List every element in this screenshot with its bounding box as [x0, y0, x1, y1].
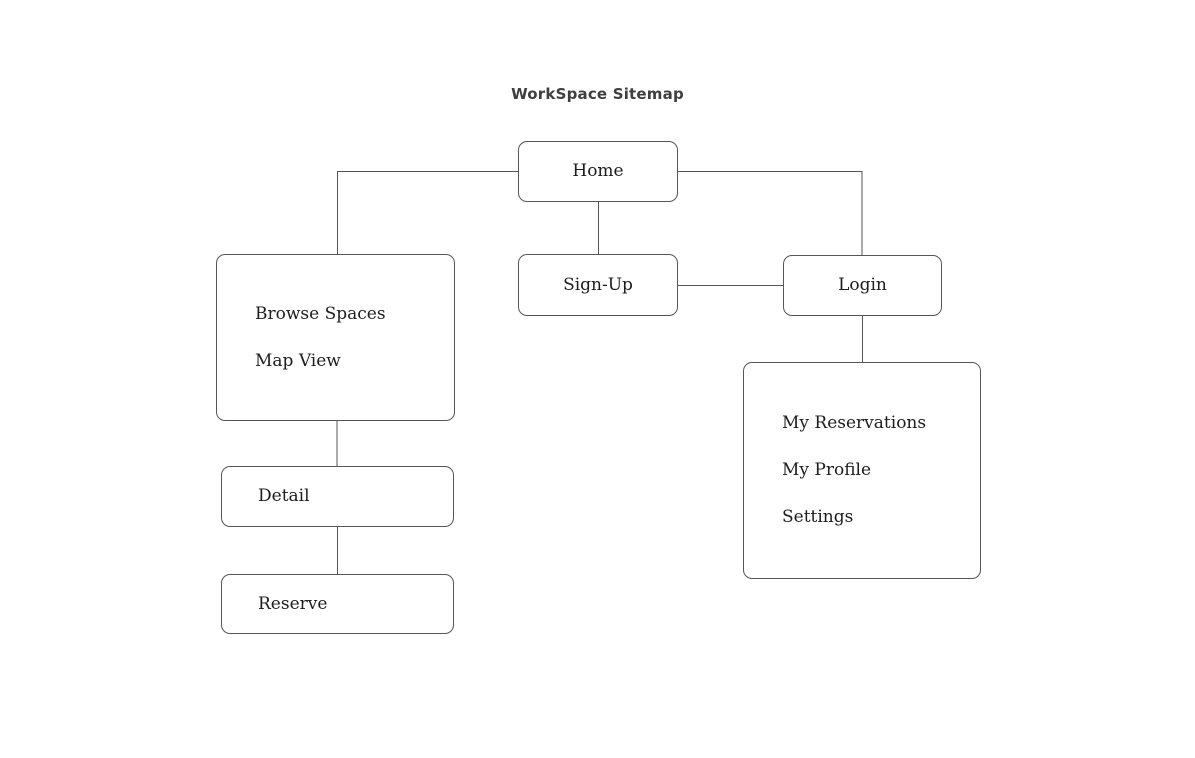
- node-my-reservations-label: My Reservations: [782, 413, 927, 433]
- node-detail-label: Detail: [258, 486, 310, 506]
- edge-home-browse: [337, 171, 518, 254]
- node-settings-label: Settings: [782, 507, 854, 527]
- node-home-label: Home: [572, 161, 624, 181]
- node-sign-up-label: Sign-Up: [563, 274, 633, 295]
- node-sign-up[interactable]: Sign-Up: [518, 254, 678, 316]
- node-detail[interactable]: Detail: [221, 466, 454, 527]
- node-browse-spaces[interactable]: Browse Spaces Map View: [216, 254, 455, 421]
- node-my-profile-label: My Profile: [782, 460, 872, 480]
- node-reserve[interactable]: Reserve: [221, 574, 454, 634]
- node-login-label: Login: [838, 275, 887, 295]
- node-map-view-label: Map View: [255, 350, 341, 371]
- node-home[interactable]: Home: [518, 141, 678, 202]
- node-reserve-label: Reserve: [258, 593, 328, 614]
- node-browse-spaces-label: Browse Spaces: [255, 303, 386, 324]
- edge-home-login: [678, 171, 863, 255]
- node-login[interactable]: Login: [783, 255, 942, 316]
- diagram-title: WorkSpace Sitemap: [511, 85, 684, 103]
- node-account[interactable]: My Reservations My Profile Settings: [743, 362, 981, 579]
